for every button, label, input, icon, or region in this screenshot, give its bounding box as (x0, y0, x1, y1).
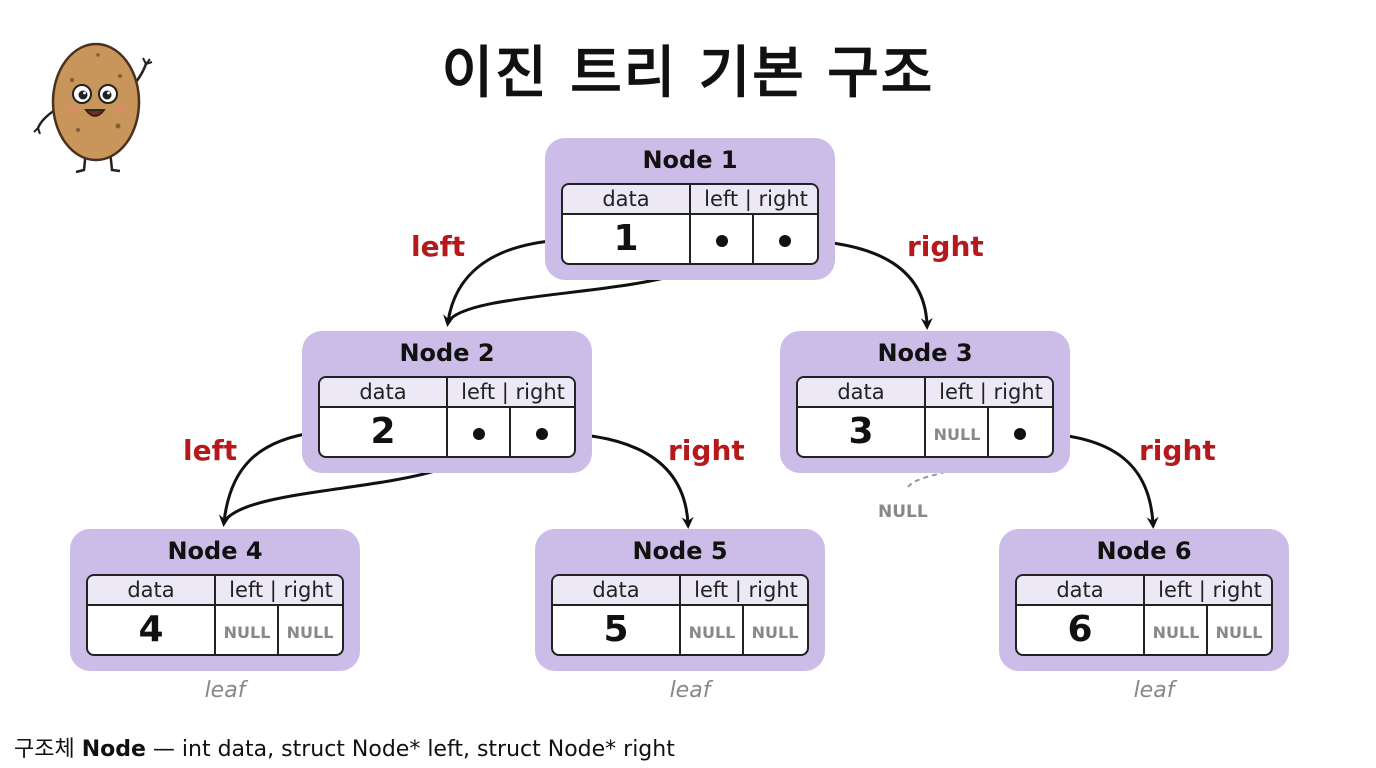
footer-fields: — int data, struct Node* left, struct No… (145, 737, 675, 762)
node-name: Node 5 (632, 537, 728, 565)
field-label-data: data (837, 380, 885, 404)
field-label-pointers: left | right (229, 578, 333, 602)
footer-prefix: 구조체 (14, 737, 82, 762)
node-name: Node 2 (399, 339, 495, 367)
node-data-value: 4 (138, 609, 164, 650)
node-struct: data left | right 5 NULL NULL (551, 574, 809, 656)
tree-node: Node 1 data left | right 1 (545, 138, 835, 280)
field-label-data: data (127, 578, 175, 602)
null-pointer: NULL (751, 622, 799, 642)
field-label-pointers: left | right (1158, 578, 1262, 602)
node-data-value: 5 (603, 609, 629, 650)
node-struct: data left | right 2 (318, 376, 576, 458)
edge-label-left: left (183, 434, 238, 467)
null-pointer: NULL (1215, 622, 1263, 642)
null-pointer: NULL (223, 622, 271, 642)
null-pointer: NULL (1152, 622, 1200, 642)
node-struct: data left | right 1 (561, 183, 819, 265)
leaf-label: leaf (204, 678, 246, 703)
null-pointer: NULL (286, 622, 334, 642)
null-pointer: NULL (933, 424, 981, 444)
node-name: Node 6 (1096, 537, 1192, 565)
pointer-dot-icon (536, 428, 548, 440)
node-data-value: 2 (370, 411, 396, 452)
edge-node1-left-outer (443, 238, 562, 327)
tree-node: Node 3 data left | right 3 NULL (780, 331, 1070, 473)
null-pointer: NULL (688, 622, 736, 642)
edge-label-right: right (907, 230, 984, 263)
node-name: Node 1 (642, 146, 738, 174)
node-data-value: 3 (848, 411, 874, 452)
potato-mascot-icon (33, 42, 153, 174)
edge-node2-left-outer (218, 430, 319, 527)
page-title: 이진 트리 기본 구조 (441, 41, 935, 106)
node-name: Node 4 (167, 537, 263, 565)
field-label-data: data (359, 380, 407, 404)
null-label: NULL (878, 502, 928, 522)
node-data-value: 1 (613, 218, 639, 259)
field-label-data: data (1056, 578, 1104, 602)
edge-label-right: right (668, 434, 745, 467)
tree-node: Node 2 data left | right 2 (302, 331, 592, 473)
pointer-dot-icon (779, 235, 791, 247)
field-label-data: data (592, 578, 640, 602)
node-name: Node 3 (877, 339, 973, 367)
node-struct: data left | right 6 NULL NULL (1015, 574, 1273, 656)
field-label-pointers: left | right (704, 187, 808, 211)
pointer-dot-icon (716, 235, 728, 247)
edge-label-left: left (411, 230, 466, 263)
leaf-label: leaf (1133, 678, 1175, 703)
tree-node: Node 6 data left | right 6 NULL NULL (999, 529, 1289, 671)
edge-label-right: right (1139, 434, 1216, 467)
field-label-pointers: left | right (694, 578, 798, 602)
node-struct: data left | right 3 NULL (796, 376, 1054, 458)
field-label-data: data (602, 187, 650, 211)
field-label-pointers: left | right (461, 380, 565, 404)
footer-struct-name: Node (81, 737, 146, 762)
tree-node: Node 4 data left | right 4 NULL NULL (70, 529, 360, 671)
node-data-value: 6 (1067, 609, 1093, 650)
pointer-dot-icon (473, 428, 485, 440)
struct-definition: 구조체 Node — int data, struct Node* left, … (14, 731, 675, 763)
pointer-dot-icon (1014, 428, 1026, 440)
leaf-label: leaf (669, 678, 711, 703)
node-struct: data left | right 4 NULL NULL (86, 574, 344, 656)
field-label-pointers: left | right (939, 380, 1043, 404)
tree-node: Node 5 data left | right 5 NULL NULL (535, 529, 825, 671)
